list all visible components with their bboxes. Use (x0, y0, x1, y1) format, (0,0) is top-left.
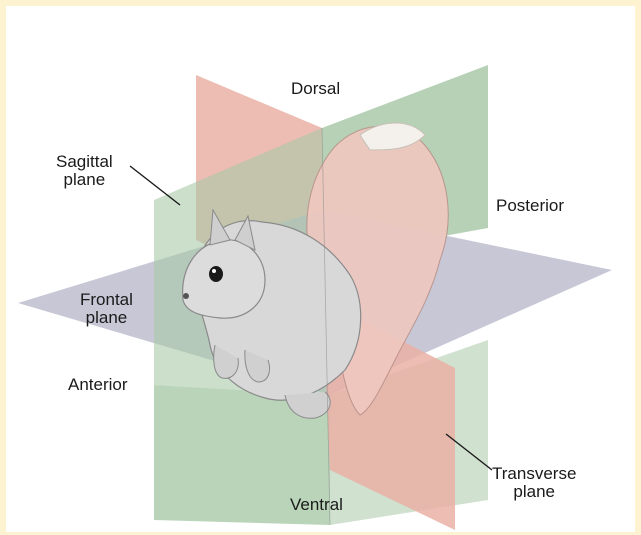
posterior-label: Posterior (496, 197, 564, 215)
transverse-label-line2: plane (492, 483, 576, 501)
transverse-label-line1: Transverse (492, 465, 576, 483)
squirrel-eye-highlight (212, 269, 216, 273)
dorsal-label: Dorsal (291, 80, 340, 98)
frontal-label-line2: plane (80, 309, 133, 327)
sagittal-label-line1: Sagittal (56, 153, 113, 171)
ventral-label: Ventral (290, 496, 343, 514)
transverse-plane-label: Transverse plane (492, 465, 576, 501)
anterior-label: Anterior (68, 376, 128, 394)
sagittal-plane-label: Sagittal plane (56, 153, 113, 189)
squirrel-eye (209, 266, 223, 282)
sagittal-label-line2: plane (56, 171, 113, 189)
frontal-plane-label: Frontal plane (80, 291, 133, 327)
frontal-label-line1: Frontal (80, 291, 133, 309)
sagittal-leader-line (130, 166, 180, 205)
squirrel-nose (183, 293, 189, 299)
